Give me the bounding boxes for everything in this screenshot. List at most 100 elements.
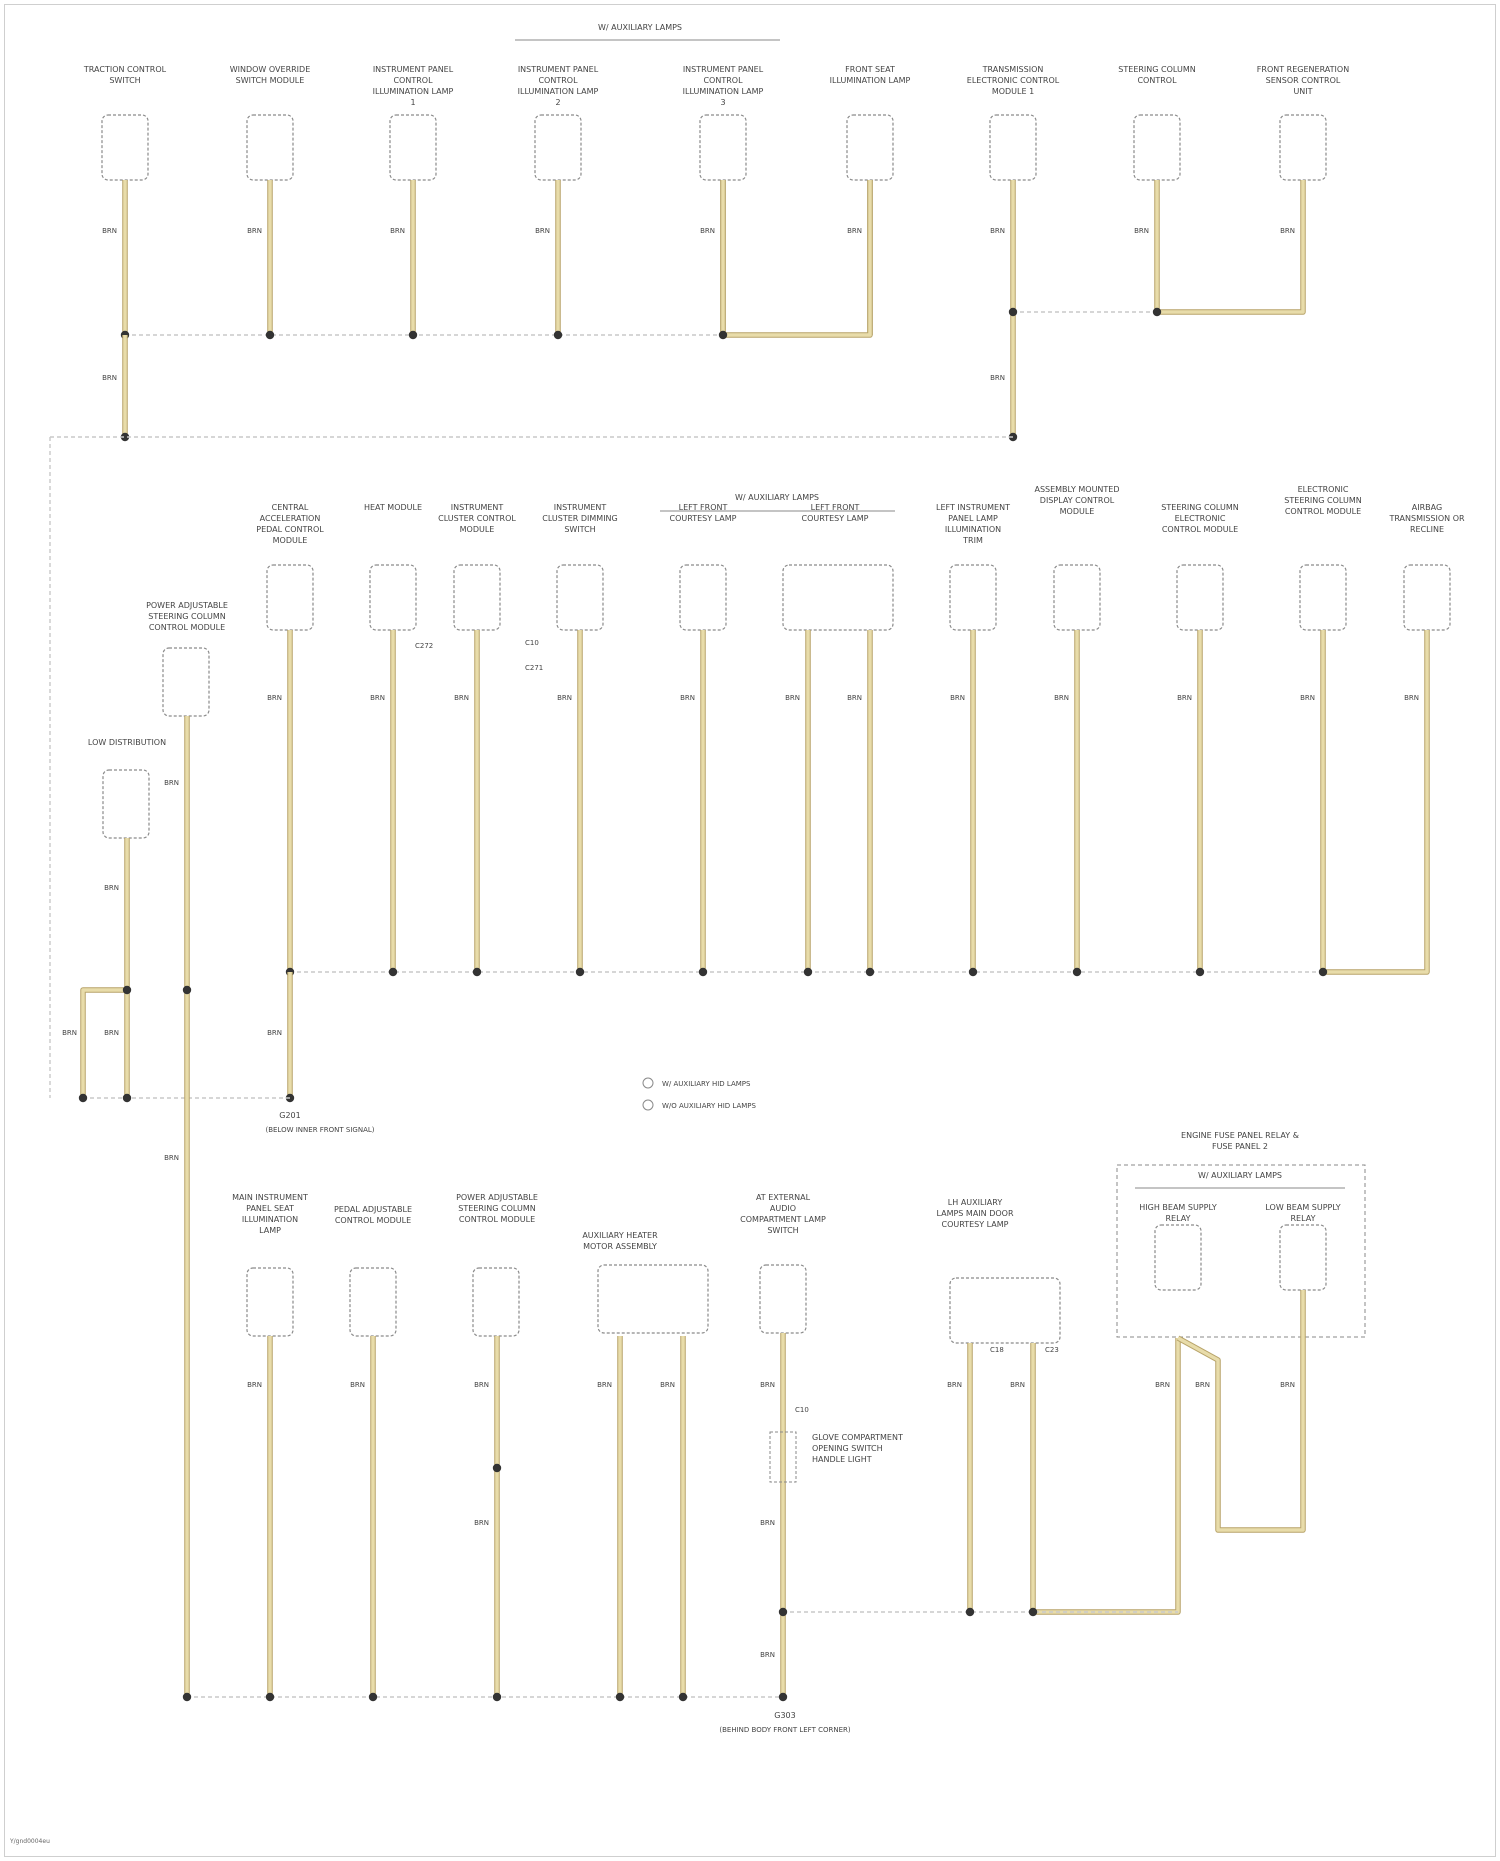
pin-label: C271 xyxy=(525,664,543,672)
wire-color-label: BRN xyxy=(557,694,572,702)
splice-node xyxy=(779,1608,787,1616)
wire-color-label: BRN xyxy=(785,694,800,702)
component-mid_11 xyxy=(1404,565,1450,630)
wire-color-label: BRN xyxy=(104,884,119,892)
wire-color-label: BRN xyxy=(700,227,715,235)
wire-bot-7-8-loop xyxy=(1178,1290,1303,1530)
component-mid_10 xyxy=(1300,565,1346,630)
wire-color-label: BRN xyxy=(164,779,179,787)
splice-node xyxy=(554,331,562,339)
component-mid_1 xyxy=(267,565,313,630)
component-label-mid_left_1: POWER ADJUSTABLESTEERING COLUMNCONTROL M… xyxy=(146,601,228,632)
component-mid_9 xyxy=(1177,565,1223,630)
component-mid_6 xyxy=(783,565,893,630)
wire-color-label: BRN xyxy=(1054,694,1069,702)
wire-color-label: BRN xyxy=(680,694,695,702)
component-mid_8 xyxy=(1054,565,1100,630)
wire-color-label: BRN xyxy=(104,1029,119,1037)
splice-node xyxy=(1153,308,1161,316)
splice-node xyxy=(123,1094,131,1102)
group-label-bottom: W/ AUXILIARY LAMPS xyxy=(1198,1171,1282,1180)
component-top_2 xyxy=(247,115,293,180)
component-bot_5 xyxy=(760,1265,806,1333)
splice-node xyxy=(969,968,977,976)
component-top_6 xyxy=(847,115,893,180)
wire-top-5-6-loop xyxy=(723,180,870,335)
component-top_3 xyxy=(390,115,436,180)
wire-color-label: BRN xyxy=(474,1381,489,1389)
splice-node xyxy=(1073,968,1081,976)
component-mid_7 xyxy=(950,565,996,630)
wire-top-8-9-loop-edge xyxy=(1157,180,1303,312)
wire-color-label: BRN xyxy=(247,227,262,235)
component-bot_8 xyxy=(1280,1225,1326,1290)
pin-label: C23 xyxy=(1045,1346,1059,1354)
component-top_9 xyxy=(1280,115,1326,180)
splice-node xyxy=(1319,968,1327,976)
splice-node xyxy=(616,1693,624,1701)
splice-node xyxy=(183,986,191,994)
component-label-bot_6: LH AUXILIARYLAMPS MAIN DOORCOURTESY LAMP xyxy=(936,1198,1013,1229)
component-label-mid_9: STEERING COLUMNELECTRONICCONTROL MODULE xyxy=(1161,503,1238,534)
component-label-bot_box: ENGINE FUSE PANEL RELAY &FUSE PANEL 2 xyxy=(1181,1131,1299,1151)
component-label-mid_7: LEFT INSTRUMENTPANEL LAMPILLUMINATIONTRI… xyxy=(936,503,1010,545)
wire-left-branch xyxy=(83,990,127,1098)
wire-color-label: BRN xyxy=(474,1519,489,1527)
component-bot_1 xyxy=(247,1268,293,1336)
wire-top-5-6-loop-edge xyxy=(723,180,870,335)
wire-color-label: BRN xyxy=(370,694,385,702)
component-bot_6 xyxy=(950,1278,1060,1343)
component-top_5 xyxy=(700,115,746,180)
splice-node xyxy=(123,986,131,994)
wire-color-label: BRN xyxy=(454,694,469,702)
wire-color-label: BRN xyxy=(247,1381,262,1389)
wire-color-label: BRN xyxy=(847,227,862,235)
component-bot_4 xyxy=(598,1265,708,1333)
component-label-mid_11: AIRBAGTRANSMISSION ORRECLINE xyxy=(1388,503,1465,534)
wire-color-label: BRN xyxy=(660,1381,675,1389)
legend-marker-1 xyxy=(643,1078,653,1088)
component-label-top_1: TRACTION CONTROLSWITCH xyxy=(83,65,167,85)
wire-color-label: BRN xyxy=(1195,1381,1210,1389)
component-bot_7 xyxy=(1155,1225,1201,1290)
pin-label: C18 xyxy=(990,1346,1004,1354)
splice-node xyxy=(473,968,481,976)
wire-top-8-9-loop xyxy=(1157,180,1303,312)
wire-color-label: BRN xyxy=(1280,227,1295,235)
splice-node xyxy=(804,968,812,976)
wire-color-label: BRN xyxy=(164,1154,179,1162)
ground-desc-g2: (BEHIND BODY FRONT LEFT CORNER) xyxy=(719,1726,850,1734)
wire-color-label: BRN xyxy=(1300,694,1315,702)
wire-bot-6b-loop xyxy=(1033,1338,1178,1612)
group-label-mid: W/ AUXILIARY LAMPS xyxy=(735,493,819,502)
wire-color-label: BRN xyxy=(1010,1381,1025,1389)
splice-node xyxy=(779,1693,787,1701)
wire-color-label: BRN xyxy=(350,1381,365,1389)
component-mid_2 xyxy=(370,565,416,630)
wire-color-label: BRN xyxy=(760,1381,775,1389)
component-label-bot_8: LOW BEAM SUPPLYRELAY xyxy=(1265,1203,1340,1223)
wire-color-label: BRN xyxy=(760,1651,775,1659)
ground-desc-g1: (BELOW INNER FRONT SIGNAL) xyxy=(265,1126,374,1134)
splice-node xyxy=(409,331,417,339)
wire-bot-6b-loop-edge xyxy=(1033,1338,1178,1612)
wire-color-label: BRN xyxy=(847,694,862,702)
splice-node xyxy=(719,331,727,339)
splice-node xyxy=(1029,1608,1037,1616)
wire-color-label: BRN xyxy=(267,1029,282,1037)
component-top_8 xyxy=(1134,115,1180,180)
component-label-mid_2: HEAT MODULE xyxy=(364,503,422,512)
component-top_7 xyxy=(990,115,1036,180)
component-mid_5 xyxy=(680,565,726,630)
